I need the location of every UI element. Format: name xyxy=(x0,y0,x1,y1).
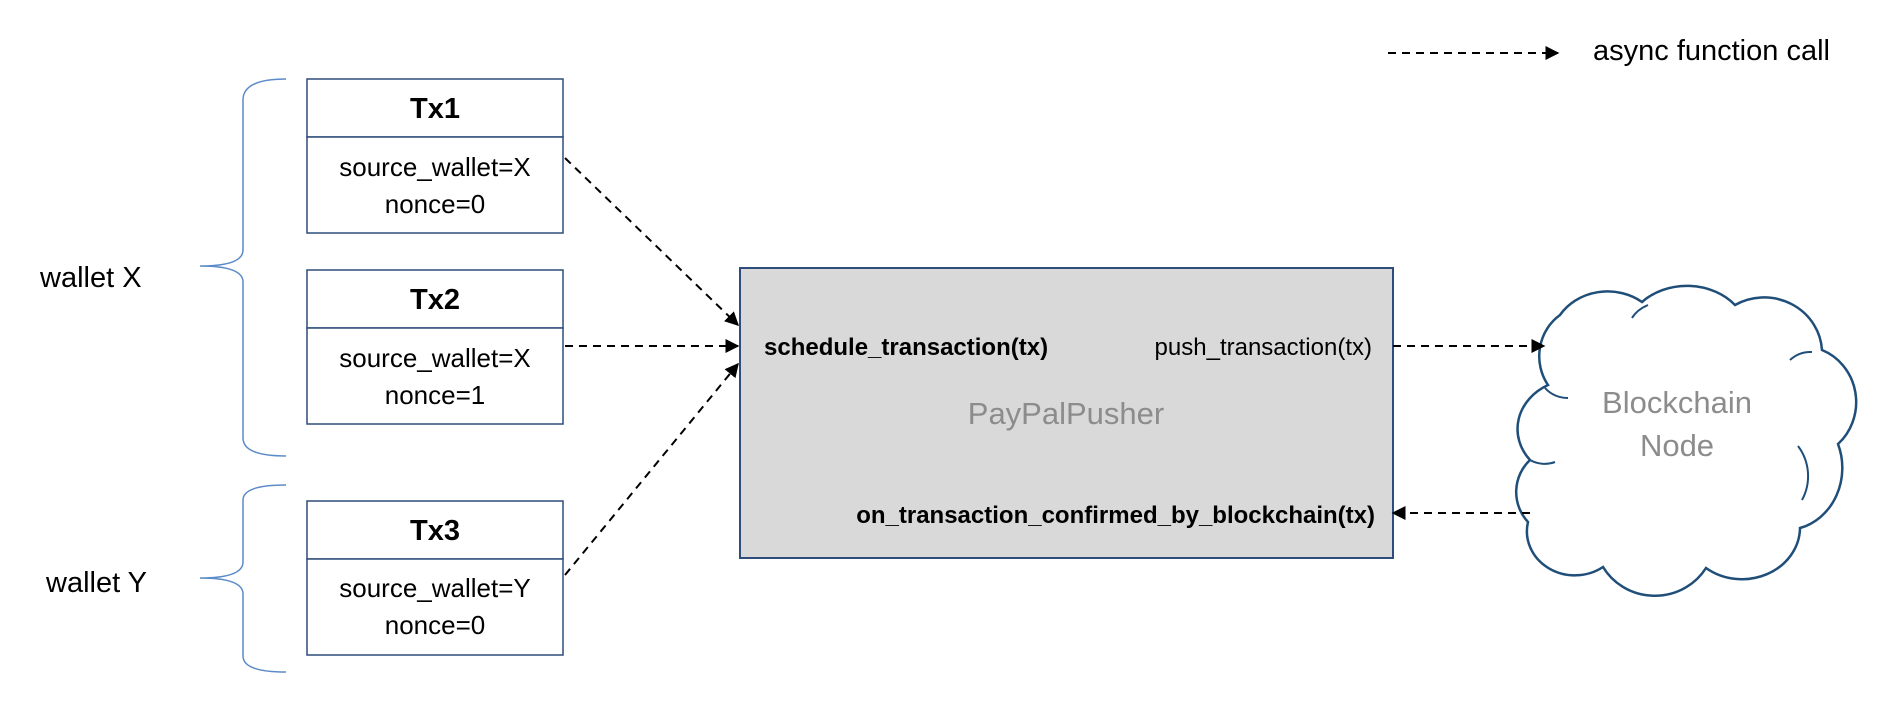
tx3-header xyxy=(306,500,564,560)
wallet-x-brace xyxy=(199,78,287,457)
tx3-nonce: nonce=0 xyxy=(385,610,485,640)
legend-label: async function call xyxy=(1593,35,1830,67)
tx3-title: Tx3 xyxy=(410,515,460,547)
paypal-pusher-title: PayPalPusher xyxy=(968,396,1164,431)
tx3-source: source_wallet=Y xyxy=(339,573,531,603)
transaction-box-tx2: Tx2 source_wallet=X nonce=1 xyxy=(306,269,564,425)
transaction-box-tx3: Tx3 source_wallet=Y nonce=0 xyxy=(306,500,564,656)
tx1-title: Tx1 xyxy=(410,93,460,125)
tx2-title: Tx2 xyxy=(410,284,460,316)
cloud-inner-curl-1 xyxy=(1631,304,1649,319)
blockchain-node-cloud: Blockchain Node xyxy=(1514,284,1858,597)
transaction-box-tx1: Tx1 source_wallet=X nonce=0 xyxy=(306,78,564,234)
wallet-x-label: wallet X xyxy=(39,262,142,294)
tx1-nonce: nonce=0 xyxy=(385,189,485,219)
blockchain-node-line1: Blockchain xyxy=(1602,385,1752,420)
arrow-tx3-to-schedule xyxy=(564,362,739,576)
wallet-y-group: wallet Y xyxy=(45,484,287,673)
cloud-inner-curl-3 xyxy=(1797,445,1810,501)
legend: async function call xyxy=(1388,35,1830,67)
tx1-source: source_wallet=X xyxy=(339,152,531,182)
tx3-body xyxy=(306,558,564,656)
cloud-shape xyxy=(1514,284,1858,597)
wallet-x-group: wallet X xyxy=(39,78,287,457)
push-transaction-fn: push_transaction(tx) xyxy=(1155,334,1372,361)
paypal-pusher-rect xyxy=(739,267,1394,559)
tx1-body xyxy=(306,136,564,234)
cloud-inner-curl-2 xyxy=(1789,350,1813,361)
arrows xyxy=(564,157,1546,576)
wallet-y-label: wallet Y xyxy=(45,567,147,599)
on-transaction-confirmed-fn: on_transaction_confirmed_by_blockchain(t… xyxy=(856,502,1375,529)
cloud-inner-curl-4 xyxy=(1544,387,1569,400)
blockchain-node-line2: Node xyxy=(1640,428,1714,463)
tx2-nonce: nonce=1 xyxy=(385,380,485,410)
cloud-inner-curl-5 xyxy=(1529,459,1556,465)
wallet-y-brace xyxy=(199,484,287,673)
tx2-source: source_wallet=X xyxy=(339,343,531,373)
schedule-transaction-fn: schedule_transaction(tx) xyxy=(764,334,1048,361)
tx2-body xyxy=(306,327,564,425)
arrow-tx1-to-schedule xyxy=(564,157,740,326)
paypal-pusher-box: schedule_transaction(tx) push_transactio… xyxy=(739,267,1394,559)
